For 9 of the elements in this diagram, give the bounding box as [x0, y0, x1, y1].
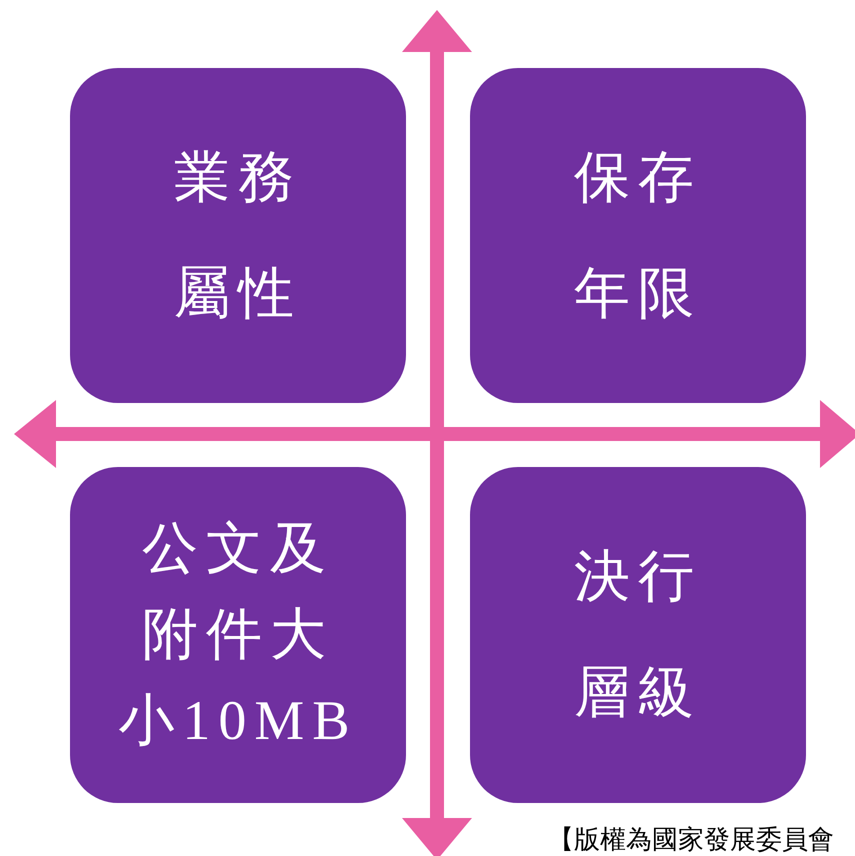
copyright-note: 【版權為國家發展委員會: [548, 824, 834, 856]
quadrant-text: 保存年限: [573, 146, 703, 326]
quadrant-text: 公文及附件大小10MB: [117, 517, 359, 754]
quadrant-text: 決行層級: [573, 545, 703, 726]
quadrant-box: [70, 68, 406, 403]
quadrant-text: 業務屬性: [173, 146, 303, 326]
quadrant-box: [70, 467, 406, 803]
quadrant-box: [470, 68, 806, 403]
quadrant-box: [470, 467, 806, 803]
